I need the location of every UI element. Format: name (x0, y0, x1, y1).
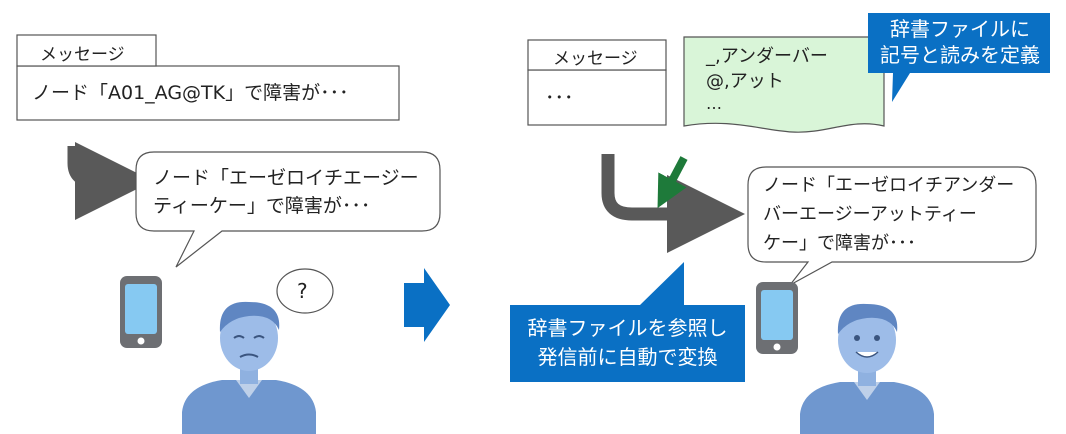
left-message-box (16, 65, 400, 121)
left-speech-line-2: ティーケー」で障害が･･･ (153, 195, 371, 217)
left-speech-bubble (135, 151, 441, 268)
right-speech-bubble (747, 166, 1037, 286)
callout-bottom-line-1: 辞書ファイルを参照し (527, 316, 728, 340)
right-process-arrow (601, 154, 745, 253)
left-speech-line-1: ノード「エーゼロイチエージー (153, 167, 419, 189)
left-message-tab (16, 34, 157, 67)
left-phone-icon (120, 276, 162, 348)
green-lookup-arrow (657, 156, 688, 209)
transition-arrow (404, 268, 450, 342)
right-speech-line-2: バーエージーアットティー (763, 204, 977, 225)
confused-person-icon (182, 301, 316, 434)
left-process-arrow (67, 142, 153, 220)
dict-line-3: … (706, 94, 722, 113)
right-message-box (527, 69, 667, 126)
left-message-text: ノード「A01_AG@TK」で障害が･･･ (32, 82, 349, 104)
callout-bottom-box (510, 262, 745, 382)
dict-line-1: _,アンダーバー (706, 46, 828, 67)
dict-line-2: @,アット (706, 71, 784, 92)
happy-person-icon (800, 303, 934, 434)
right-message-tab (527, 39, 667, 71)
callout-top-box (868, 13, 1050, 102)
callout-top-line-1: 辞書ファイルに (890, 17, 1030, 41)
right-message-tab-label: メッセージ (553, 49, 638, 69)
right-message-text: ･･･ (545, 87, 574, 109)
dictionary-file (683, 36, 885, 133)
right-speech-line-1: ノード「エーゼロイチアンダー (763, 175, 1015, 196)
question-mark: ? (297, 279, 308, 303)
left-message-tab-label: メッセージ (40, 45, 125, 65)
callout-top-line-2: 記号と読みを定義 (880, 43, 1040, 67)
callout-bottom-line-2: 発信前に自動で変換 (537, 345, 718, 369)
right-phone-icon (756, 282, 798, 354)
right-speech-line-3: ケー」で障害が･･･ (763, 233, 916, 254)
